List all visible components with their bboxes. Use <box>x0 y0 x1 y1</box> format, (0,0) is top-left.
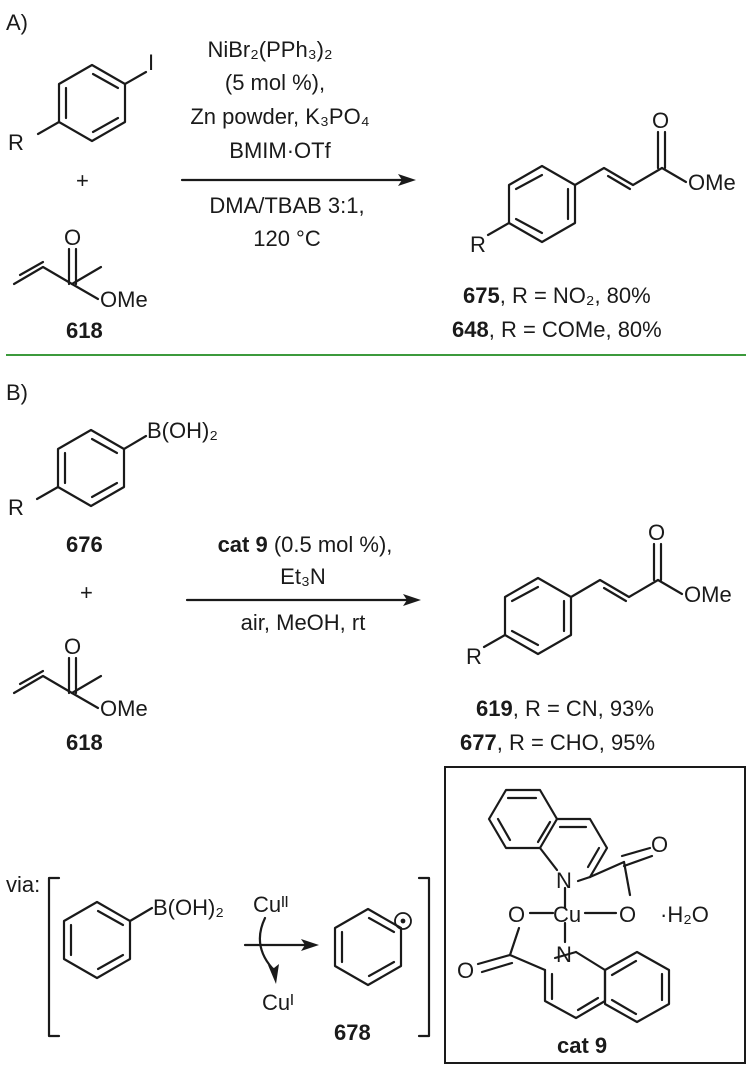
catalyst-carbonyl-o-top: O <box>651 832 668 857</box>
condition-a-4: BMIM·OTf <box>229 138 331 163</box>
product-structure-b <box>482 542 684 656</box>
condition-a-5: DMA/TBAB 3:1, <box>209 193 364 218</box>
result-619: 619, R = CN, 93% <box>476 696 654 721</box>
cu-ii-label: Cuᴵᴵ <box>253 892 288 917</box>
acrylate-ester-b: OMe <box>100 696 148 721</box>
acrylate-carbonyl-o-a: O <box>64 225 81 250</box>
panel-a-label: A) <box>6 10 28 35</box>
condition-a-1: NiBr₂(PPh₃)₂ <box>207 37 332 62</box>
compound-618-label-a: 618 <box>66 318 103 343</box>
acrylate-carbonyl-o-b: O <box>64 634 81 659</box>
compound-676-label: 676 <box>66 532 103 557</box>
phenyl-radical-structure <box>333 907 412 987</box>
catalyst-hydrate: ·H₂O <box>660 902 709 927</box>
result-677: 677, R = CHO, 95% <box>460 730 655 755</box>
catalyst-nitrogen-top: N <box>556 868 572 893</box>
result-648: 648, R = COMe, 80% <box>452 317 662 342</box>
acrylate-structure-a <box>12 247 103 301</box>
product-ester-b: OMe <box>684 582 732 607</box>
product-ester-a: OMe <box>688 170 736 195</box>
product-carbonyl-o-b: O <box>648 520 665 545</box>
catalyst-oxygen-right: O <box>619 902 636 927</box>
boronic-group-label: B(OH)₂ <box>147 418 218 443</box>
plus-sign-b: + <box>80 580 93 605</box>
catalyst-structure <box>476 788 671 1024</box>
mechanism-arrow <box>243 916 319 984</box>
catalyst-carbonyl-o-bottom: O <box>457 958 474 983</box>
mechanism-boronic-group: B(OH)₂ <box>153 895 224 920</box>
result-675: 675, R = NO₂, 80% <box>463 283 651 308</box>
product-substituent-b: R <box>466 644 482 669</box>
reaction-arrow-a <box>180 174 416 186</box>
panel-b-label: B) <box>6 380 28 405</box>
condition-a-2: (5 mol %), <box>225 70 325 95</box>
cu-i-label: Cuᴵ <box>262 990 294 1015</box>
acrylate-ester-a: OMe <box>100 287 148 312</box>
via-label: via: <box>6 872 40 897</box>
acrylate-structure-b <box>12 656 103 710</box>
condition-a-6: 120 °C <box>253 226 321 251</box>
catalyst-oxygen-left: O <box>508 902 525 927</box>
compound-618-label-b: 618 <box>66 730 103 755</box>
plus-sign-a: + <box>76 168 89 193</box>
iodide-label: I <box>148 50 154 75</box>
compound-678-label: 678 <box>334 1020 371 1045</box>
boronic-acid-structure <box>35 428 148 508</box>
catalyst-box <box>444 766 746 1064</box>
condition-b-3: air, MeOH, rt <box>241 610 366 635</box>
phenylboronic-acid-structure <box>62 900 154 980</box>
reaction-arrow-b <box>185 594 421 606</box>
condition-b-1: cat 9 (0.5 mol %), <box>218 532 393 557</box>
catalyst-nitrogen-bottom: N <box>556 942 572 967</box>
condition-b-2: Et₃N <box>280 564 326 589</box>
catalyst-name: cat 9 <box>557 1033 607 1058</box>
product-structure-a <box>486 130 688 244</box>
boronic-acid-substituent: R <box>8 495 24 520</box>
aryl-iodide-structure <box>36 63 148 143</box>
aryl-iodide-substituent: R <box>8 130 24 155</box>
catalyst-copper: Cu <box>553 902 581 927</box>
condition-a-3: Zn powder, K₃PO₄ <box>190 104 369 129</box>
mechanism-brackets <box>47 876 431 1038</box>
product-carbonyl-o-a: O <box>652 108 669 133</box>
product-substituent-a: R <box>470 232 486 257</box>
